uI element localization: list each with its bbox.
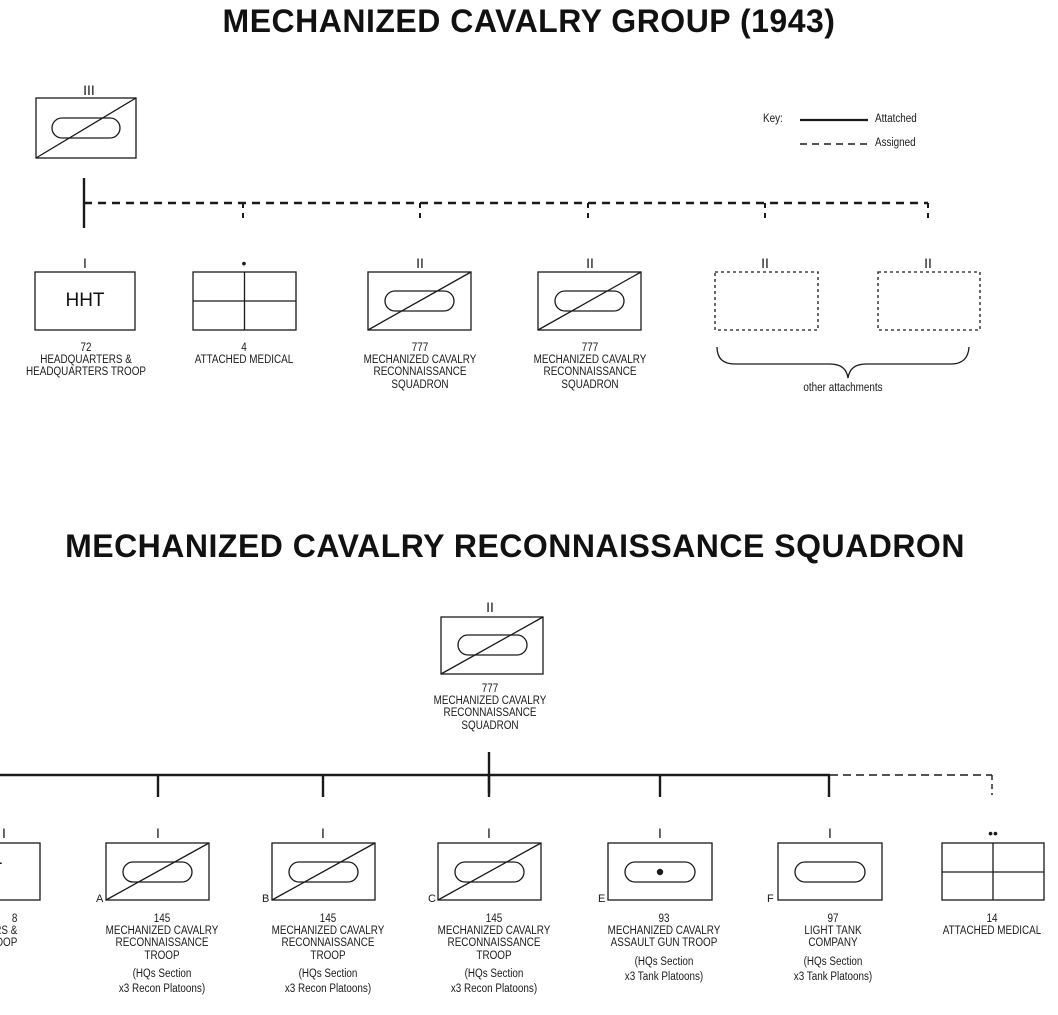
squadron-medical-label: 14 ATTACHED MEDICAL xyxy=(942,913,1042,938)
troop-b-letter: B xyxy=(262,893,270,905)
key-label: Key: xyxy=(763,113,783,125)
other-attachments-brace xyxy=(716,346,970,379)
squadron-chart-title: MECHANIZED CAVALRY RECONNAISSANCE SQUADR… xyxy=(65,528,965,564)
group-unit-label-squadron-2: 777 MECHANIZED CAVALRY RECONNAISSANCE SQ… xyxy=(533,342,647,391)
squadron-hq-echelon: II xyxy=(486,599,494,615)
squadron-medical-echelon: •• xyxy=(988,825,998,841)
troop-a-letter: A xyxy=(96,893,104,905)
company-f-letter: F xyxy=(767,893,774,905)
hht-echelon: I xyxy=(83,255,87,271)
troop-e-letter: E xyxy=(598,893,606,905)
group-unit-label-squadron-1: 777 MECHANIZED CAVALRY RECONNAISSANCE SQ… xyxy=(363,342,477,391)
group-hq-echelon: III xyxy=(83,82,95,98)
troop-c-label: 145 MECHANIZED CAVALRY RECONNAISSANCE TR… xyxy=(437,913,551,996)
other-attachments-label: other attachments xyxy=(803,382,883,394)
squadron-hht-code: ST xyxy=(0,860,40,882)
troop-c-letter: C xyxy=(428,893,436,905)
troop-c-symbol xyxy=(437,842,542,901)
squadron-medical-symbol xyxy=(941,842,1045,901)
squadron-hq-symbol xyxy=(440,616,544,675)
group-chart-title: MECHANIZED CAVALRY GROUP (1943) xyxy=(222,3,836,39)
group-unit-label-hht: 72 HEADQUARTERS & HEADQUARTERS TROOP xyxy=(26,342,146,379)
troop-e-label: 93 MECHANIZED CAVALRY ASSAULT GUN TROOP … xyxy=(607,913,721,983)
key-dashed-label: Assigned xyxy=(875,137,916,149)
other-2-echelon: II xyxy=(924,255,932,271)
group-medical-symbol xyxy=(192,271,297,331)
group-squadron-symbol-1 xyxy=(367,271,472,331)
hht-code: HHT xyxy=(65,290,105,311)
squadron-hht-echelon: I xyxy=(2,825,6,841)
troop-a-echelon: I xyxy=(156,825,160,841)
medical-echelon: • xyxy=(242,255,247,271)
squadron-hq-label: 777 MECHANIZED CAVALRY RECONNAISSANCE SQ… xyxy=(433,683,547,732)
troop-e-echelon: I xyxy=(658,825,662,841)
troop-c-echelon: I xyxy=(487,825,491,841)
other-attachment-box-2 xyxy=(877,271,981,331)
troop-a-symbol xyxy=(105,842,210,901)
squadron-2-echelon: II xyxy=(586,255,594,271)
group-hq-symbol xyxy=(35,97,137,159)
group-unit-label-medical: 4 ATTACHED MEDICAL xyxy=(194,342,294,367)
squadron-hht-box xyxy=(0,842,41,901)
troop-b-echelon: I xyxy=(321,825,325,841)
group-squadron-symbol-2 xyxy=(537,271,642,331)
troop-b-symbol xyxy=(271,842,376,901)
other-1-echelon: II xyxy=(761,255,769,271)
troop-a-label: 145 MECHANIZED CAVALRY RECONNAISSANCE TR… xyxy=(105,913,219,996)
squadron-1-echelon: II xyxy=(416,255,424,271)
hht-unit-box xyxy=(34,271,136,331)
troop-e-symbol xyxy=(607,842,713,901)
troop-b-label: 145 MECHANIZED CAVALRY RECONNAISSANCE TR… xyxy=(271,913,385,996)
other-attachment-box-1 xyxy=(714,271,819,331)
company-f-symbol xyxy=(777,842,883,901)
key-solid-label: Attatched xyxy=(875,113,917,125)
company-f-echelon: I xyxy=(828,825,832,841)
squadron-hht-label: 8 RTERS & TROOP xyxy=(0,913,18,950)
